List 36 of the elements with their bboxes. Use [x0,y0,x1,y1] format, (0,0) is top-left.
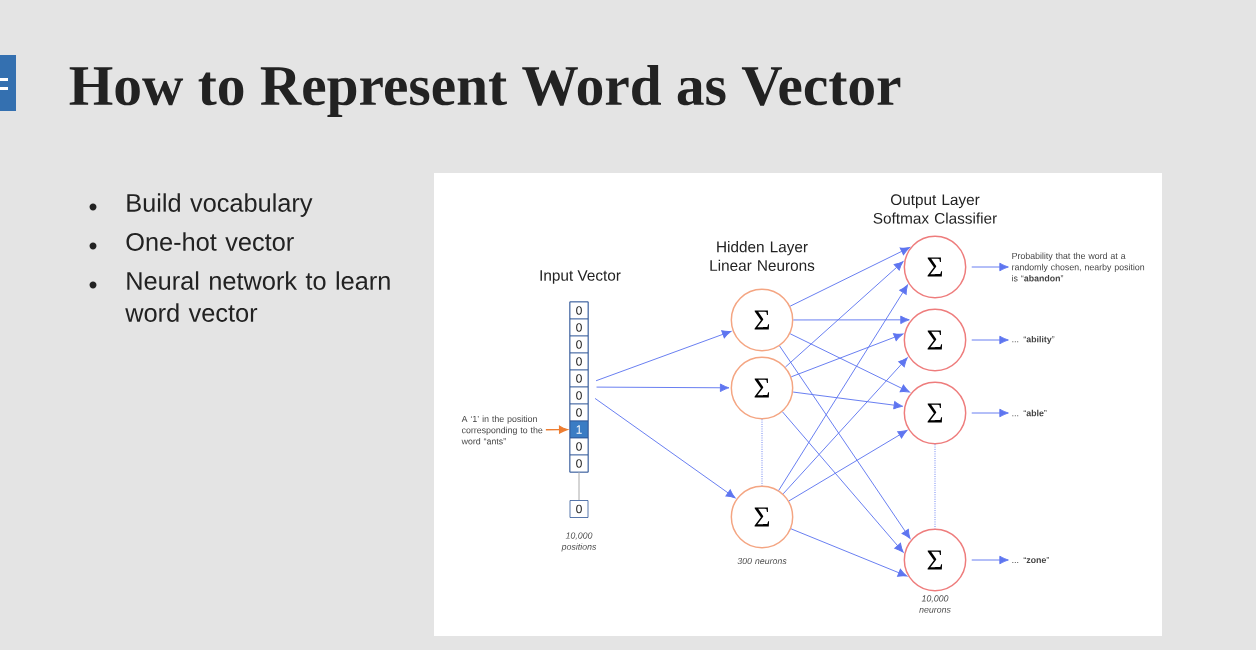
arrow [545,425,568,434]
arrow [789,333,910,393]
arrow [594,397,736,499]
arrow [789,247,910,307]
layer-heading: Hidden Layer Linear Neurons [710,241,815,271]
arrow [782,357,908,495]
arrow [595,330,732,382]
arrow [971,262,1009,272]
bullet-text: Build vocabulary [127,193,313,217]
annotation-text: A ‘1’ in the position corresponding to the word “ants” [461,415,543,445]
arrow [782,411,904,553]
arrow [790,528,908,577]
vector-cell: 0 [569,500,589,518]
arrow [971,335,1009,345]
output-text: ... “ability” [1012,335,1055,345]
arrow [784,261,904,368]
node-caption: 10,000 positions [561,532,597,552]
output-text: Probability that the word at a randomly chosen, nearby position is “abandon” [1012,252,1145,282]
node-label: Input Vector [540,270,621,284]
output-text: ... “zone” [1012,556,1049,564]
arrow [779,345,911,539]
node-caption: 300 neurons [737,557,787,565]
arrow [778,284,908,491]
title: How to Represent Word as Vector [69,65,901,117]
arrow [790,333,904,378]
bullet-text: Neural network to learn word vector [125,271,390,322]
output-text: ... “able” [1012,409,1047,417]
arrow [792,391,904,410]
vector-cell: 0 [569,454,589,473]
node-caption: 10,000 neurons [919,595,951,613]
arrow [971,408,1009,418]
arrow [971,555,1009,565]
arrow [596,383,730,393]
arrow [788,430,908,502]
bullet-text: One-hot vector [126,232,294,251]
arrow [792,315,910,325]
